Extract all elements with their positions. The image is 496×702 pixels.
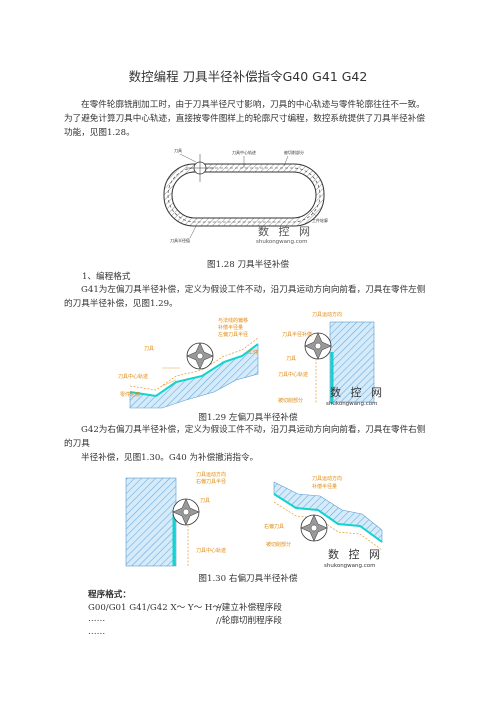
fig128-label-radius: 刀具半径值 (170, 237, 190, 243)
fig129-label-r1: 刀具半径补偿 (282, 331, 312, 338)
program-comment: //建立补偿程序段 (216, 603, 282, 613)
fig129-label-tool-right: 刀具 (286, 356, 296, 362)
program-format-title: 程序格式： (88, 590, 131, 600)
fig128-label-tool: 刀具 (174, 147, 182, 153)
fig130-watermark-url: shukongwang.com (324, 563, 376, 569)
fig129-label-dir: 刀具运动方向 (312, 311, 342, 318)
g42-paragraph: G42为右偏刀具半径补偿，定义为假设工件不动，沿刀具运动方向向前看，刀具在零件右… (64, 425, 426, 449)
fig129-label-center-left: 刀具中心轨迹 (118, 373, 148, 380)
g42-paragraph-cont: 半径补偿，见图1.30。G40 为补偿撤消指令。 (81, 453, 259, 463)
fig129-label-r2: 刀具中心轨迹 (278, 371, 308, 378)
program-line: …… (88, 627, 105, 637)
fig128-label-contour-part: 被切削部分 (284, 149, 304, 155)
fig128-label-workpiece: 工件轮廓 (312, 217, 328, 223)
fig130-label-r4: 被切削部分 (266, 541, 291, 548)
fig129-left-tool (186, 342, 214, 370)
fig128-label-center-path: 刀具中心轨迹 (232, 149, 256, 155)
fig128-watermark-url: shukongwang.com (256, 239, 308, 245)
fig130-left-workpiece (125, 477, 177, 567)
fig130-label-r3: 右偏刀具 (264, 523, 284, 530)
fig130-label-l1: 刀具运动方向 (196, 471, 226, 478)
intro-paragraph: 在零件轮廓铣削加工时，由于刀具半径尺寸影响，刀具的中心轨迹与零件轮廓往往不一致。… (64, 100, 425, 138)
program-code: G00/G01 G41/G42 X～ Y～ H～ (88, 603, 221, 613)
fig129-watermark-url: shukongwang.com (326, 401, 378, 407)
fig130-label-l3: 刀具 (200, 498, 210, 504)
program-line: G00/G01 G41/G42 X～ Y～ H～ //建立补偿程序段 (88, 601, 282, 613)
program-code: …… (88, 627, 106, 637)
program-code: …… (88, 614, 106, 624)
fig128-watermark: 数 控 网 (258, 224, 313, 238)
fig129-label-tool-left: 刀具 (144, 346, 154, 352)
fig129-right-tool (304, 332, 332, 360)
fig129-right-workpiece (329, 321, 375, 403)
fig130-label-r2: 补偿半径量 (312, 483, 337, 490)
program-comment: //轮廓切削程序段 (216, 616, 282, 626)
fig130-watermark: 数 控 网 (328, 547, 383, 561)
fig129-label-a1: 与法线的偏移 (218, 317, 248, 324)
fig130-right-tool (300, 514, 328, 542)
fig130-caption: 图1.30 右偏刀具半径补偿 (198, 574, 298, 584)
fig129-label-a2: 补偿半径量 (218, 324, 243, 331)
fig129-label-r3: 被切削部分 (278, 397, 303, 404)
fig130-label-l4: 刀具中心轨迹 (196, 547, 226, 554)
fig128-caption: 图1.28 刀具半径补偿 (206, 260, 290, 270)
g41-paragraph: G41为左偏刀具半径补偿，定义为假设工件不动，沿刀具运动方向向前看，刀具在零件左… (64, 285, 426, 309)
fig129-caption: 图1.29 左偏刀具半径补偿 (198, 413, 298, 423)
fig130-label-r1: 刀具运动方向 (312, 475, 342, 482)
fig129-label-work-left: 工件 (248, 349, 258, 356)
section-heading: 1、编程格式 (82, 272, 131, 282)
fig129-label-contour-left: 零件轮廓 (120, 391, 140, 398)
fig129-watermark: 数 控 网 (330, 385, 385, 399)
fig130-left-tool (172, 498, 200, 526)
workpiece-inner (171, 171, 317, 219)
figure-1-29: 与法线的偏移 补偿半径量 左偏刀具半径 刀具 刀具中心轨迹 零件轮廓 工件 刀具… (118, 311, 385, 409)
fig129-label-a3: 左偏刀具半径 (218, 331, 248, 338)
fig130-label-l2: 右偏刀具半径 (196, 478, 226, 485)
page-title: 数控编程 刀具半径补偿指令G40 G41 G42 (128, 69, 368, 84)
program-line: …… //轮廓切削程序段 (88, 614, 282, 626)
figure-1-30: 刀具运动方向 右偏刀具半径 刀具 刀具中心轨迹 刀具运动方向 补偿半径量 右偏刀… (125, 471, 383, 569)
figure-1-28: 刀具 刀具中心轨迹 被切削部分 工件轮廓 刀具半径值 数 控 网 shukong… (163, 147, 328, 245)
center-path (167, 167, 321, 223)
